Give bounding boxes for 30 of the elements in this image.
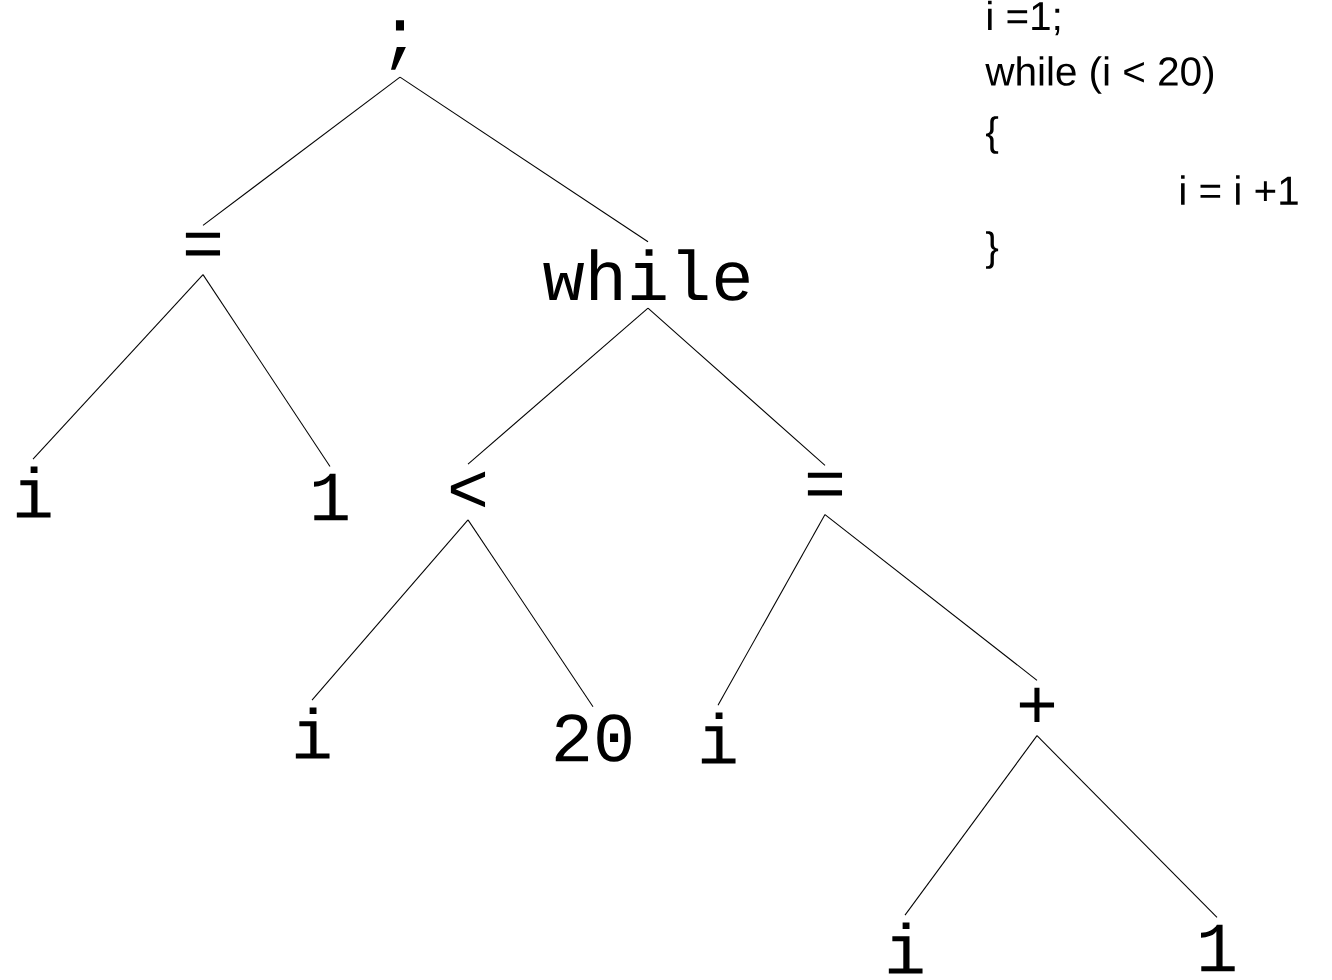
tree-edge [202, 76, 401, 226]
tree-edge [32, 274, 204, 460]
code-line: { [986, 116, 999, 154]
tree-node-label: = [807, 472, 843, 496]
tree-edge [202, 274, 331, 467]
tree-edge [647, 307, 826, 466]
tree-edge [467, 307, 649, 465]
tree-node-label: < [450, 471, 486, 508]
tree-node-label: i [295, 707, 330, 759]
tree-edge [904, 735, 1038, 916]
tree-edge [467, 519, 594, 708]
tree-node-label: 1 [1201, 924, 1235, 972]
tree-node-label: i [888, 922, 923, 974]
tree-edge [1036, 735, 1218, 918]
tree-edge [824, 514, 1038, 681]
tree-node-label: ; [391, 20, 406, 70]
code-line: } [986, 231, 999, 269]
tree-edge [717, 514, 826, 706]
tree-node-label: 1 [314, 473, 348, 521]
tree-node-label: = [185, 232, 221, 256]
code-line: while (i < 20) [985, 56, 1214, 94]
tree-node-label: while [543, 249, 749, 301]
code-line: i =1; [988, 0, 1060, 36]
tree-edge [399, 76, 649, 243]
tree-edge [311, 519, 469, 701]
tree-node-label: + [1019, 687, 1055, 723]
code-line: i = i +1 [1181, 175, 1298, 205]
tree-node-label: i [701, 712, 736, 764]
tree-node-label: i [16, 466, 51, 518]
tree-node-label: 20 [555, 714, 631, 762]
